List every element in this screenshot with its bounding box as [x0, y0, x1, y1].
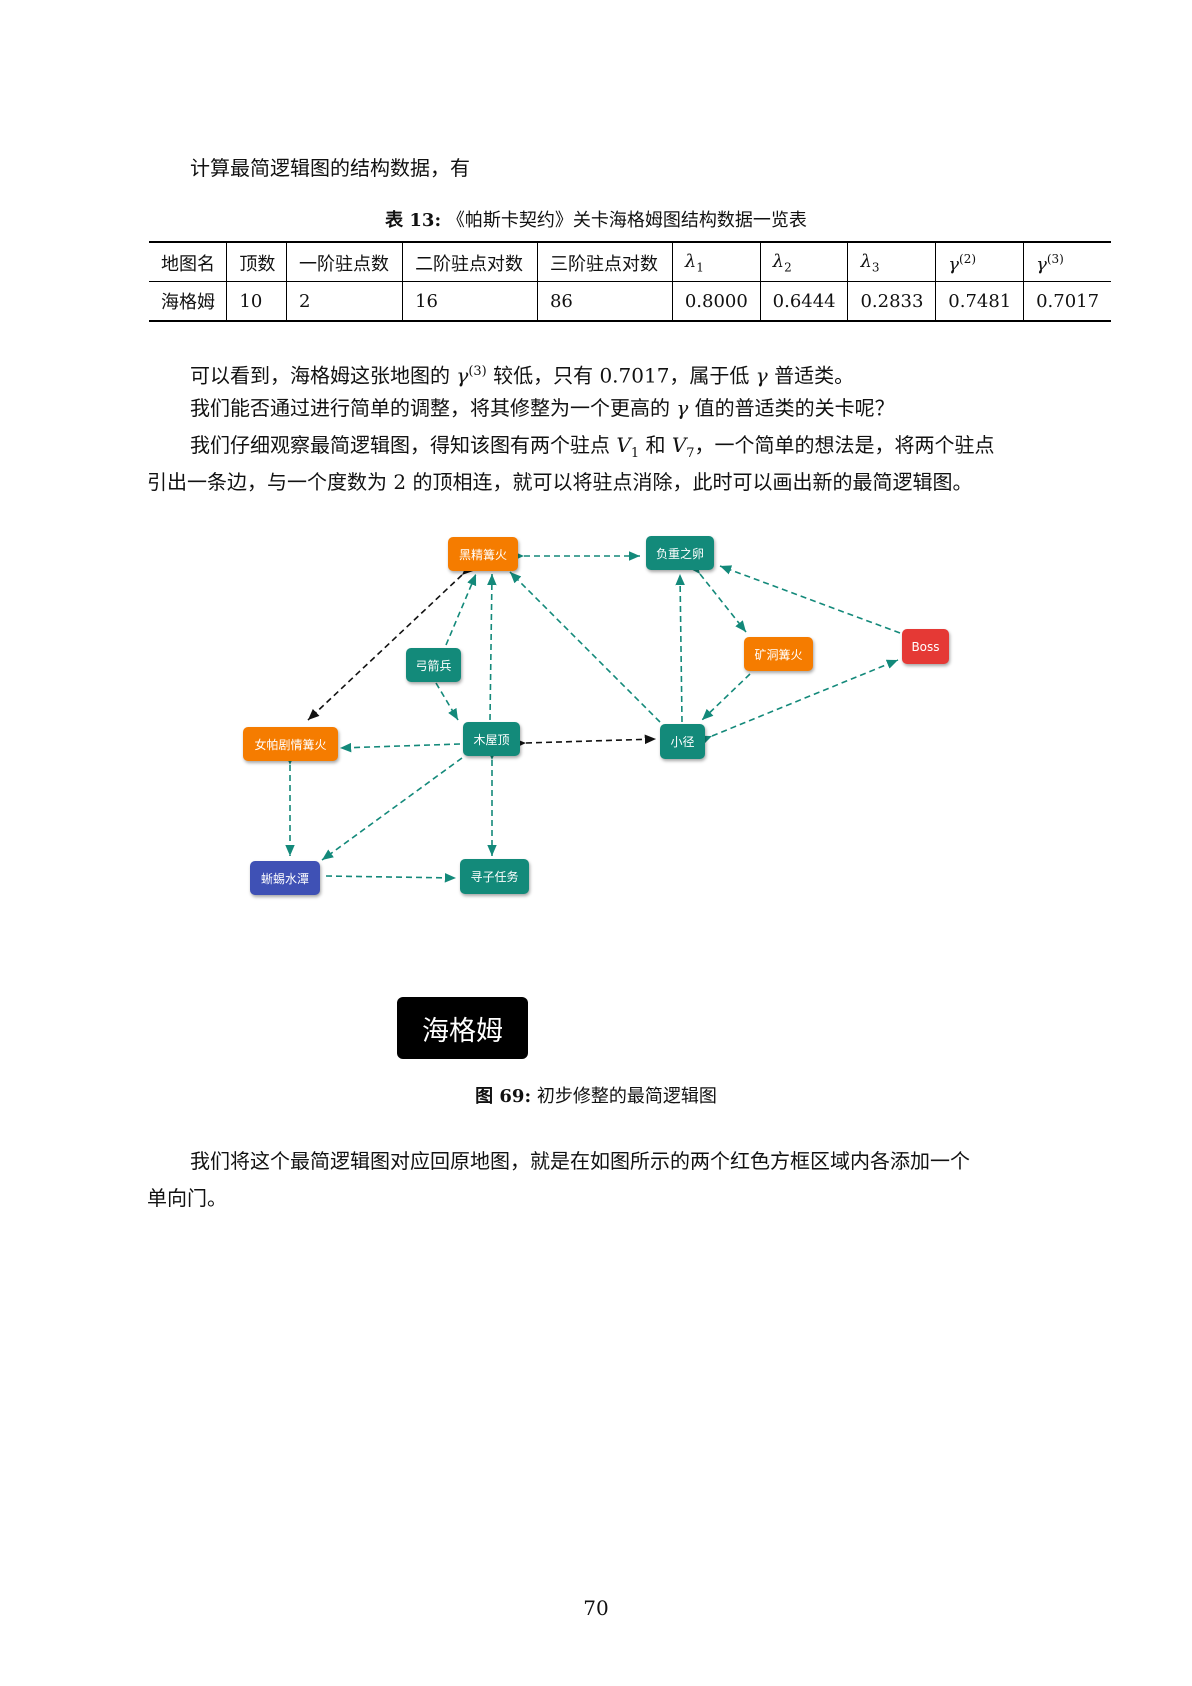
edge-muwu-nvpa	[339, 742, 461, 753]
figure-caption: 图 69: 初步修整的最简逻辑图	[0, 1082, 1192, 1108]
table-cell: 86	[537, 281, 673, 321]
table-cell: 海格姆	[149, 281, 228, 321]
table-cell: 0.8000	[672, 281, 761, 321]
node-nvpa: 女帕剧情篝火	[243, 727, 338, 761]
paragraph-observation-line2: 引出一条边，与一个度数为 2 的顶相连，就可以将驻点消除，此时可以画出新的最简逻…	[147, 470, 973, 494]
edge-boss-fuzhong	[719, 565, 901, 634]
table-caption-label: 表 13:	[385, 210, 442, 231]
edge-fuzhong-kuangdong	[689, 562, 747, 633]
paragraph-observation: 我们仔细观察最简逻辑图，得知该图有两个驻点 V1 和 V7，一个简单的想法是，将…	[190, 433, 995, 461]
th-lambda1: λ1	[672, 242, 761, 282]
page-number: 70	[583, 1596, 609, 1620]
node-xiaojing: 小径	[660, 724, 705, 759]
table-cell: 0.6444	[760, 281, 849, 321]
edge-xiaojing-boss	[699, 659, 899, 745]
edge-heijing-nvpa	[307, 563, 474, 721]
th-gamma2: γ(2)	[935, 242, 1025, 282]
intro-paragraph: 计算最简逻辑图的结构数据，有	[190, 156, 470, 180]
table-caption: 表 13: 《帕斯卡契约》关卡海格姆图结构数据一览表	[0, 206, 1192, 232]
table-cell: 0.7017	[1036, 290, 1100, 312]
table-caption-text: 《帕斯卡契约》关卡海格姆图结构数据一览表	[446, 210, 807, 231]
table-row: 海格姆 10 2 16 86 0.8000 0.6444 0.2833 0.74…	[149, 281, 1111, 321]
node-muwu: 木屋顶	[463, 722, 520, 756]
structure-data-table: 地图名 顶数 一阶驻点数 二阶驻点对数 三阶驻点对数 λ1 λ2 λ3 γ(2)…	[149, 241, 1111, 322]
table-cell: 0.2833	[847, 281, 937, 321]
edge-muwu-heijing	[487, 573, 497, 721]
th-lambda3: λ3	[847, 242, 937, 282]
node-gongjian: 弓箭兵	[406, 648, 461, 682]
table-header-row: 地图名 顶数 一阶驻点数 二阶驻点对数 三阶驻点对数 λ1 λ2 λ3 γ(2)…	[149, 242, 1111, 282]
paragraph-gamma-low: 可以看到，海格姆这张地图的 γ(3) 较低，只有 0.7017，属于低 γ 普适…	[190, 363, 855, 388]
map-name-label: 海格姆	[397, 997, 528, 1059]
th-third-order: 三阶驻点对数	[537, 242, 673, 282]
th-second-order: 二阶驻点对数	[402, 242, 538, 282]
th-map-name: 地图名	[149, 242, 228, 282]
node-boss: Boss	[902, 629, 949, 664]
node-xunzi: 寻子任务	[460, 859, 529, 894]
node-xiyi: 蜥蜴水潭	[250, 861, 320, 895]
edge-xiaojing-heijing	[509, 571, 661, 723]
paragraph-map-mapping-line2: 单向门。	[147, 1186, 227, 1210]
node-kuangdong: 矿洞篝火	[744, 637, 813, 671]
th-lambda2: λ2	[760, 242, 849, 282]
edge-muwu-xiaojing	[514, 734, 657, 749]
edge-xiyi-xunzi	[325, 873, 457, 883]
edge-gongjian-muwu	[435, 682, 459, 721]
th-first-order: 一阶驻点数	[286, 242, 404, 282]
node-fuzhong: 负重之卵	[646, 536, 714, 570]
edge-gongjian-heijing	[445, 573, 477, 646]
table-cell: 2	[286, 281, 404, 321]
edge-muwu-xiyi	[321, 757, 463, 861]
figure-caption-text: 初步修整的最简逻辑图	[536, 1086, 717, 1107]
figure-caption-label: 图 69:	[475, 1086, 532, 1107]
paragraph-map-mapping: 我们将这个最简逻辑图对应回原地图，就是在如图所示的两个红色方框区域内各添加一个	[190, 1149, 970, 1173]
table-cell: 16	[402, 281, 538, 321]
table-cell: 10	[226, 281, 287, 321]
node-heijing: 黑精篝火	[448, 537, 518, 571]
paragraph-question: 我们能否通过进行简单的调整，将其修整为一个更高的 γ 值的普适类的关卡呢？	[190, 396, 895, 420]
table-cell: 0.7481	[935, 281, 1025, 321]
edge-kuangdong-xiaojing	[701, 673, 751, 721]
edge-xiaojing-fuzhong	[675, 573, 685, 723]
th-gamma3: γ(3)	[1023, 242, 1111, 282]
th-vertex-count: 顶数	[226, 242, 287, 282]
